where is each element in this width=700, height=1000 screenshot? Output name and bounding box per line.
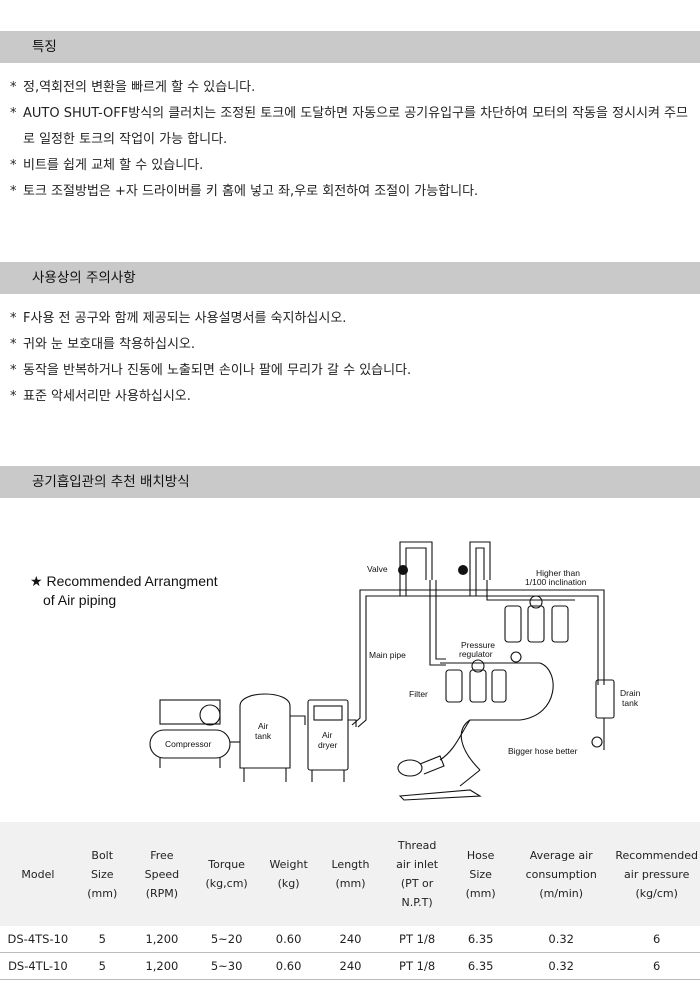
features-header: 특징: [0, 31, 700, 63]
bigger-hose-label: Bigger hose better: [508, 746, 578, 756]
main-pipe-label: Main pipe: [369, 650, 406, 660]
cell-hose-size: 6.35: [452, 926, 509, 953]
cell-torque: 5~20: [195, 926, 259, 953]
cell-length: 240: [319, 952, 382, 980]
inclination-label-1: Higher than: [536, 568, 580, 578]
piping-diagram: Valve Higher than 1/100 inclination Main…: [149, 541, 641, 801]
cautions-header: 사용상의 주의사항: [0, 262, 700, 294]
cell-bolt-size: 5: [75, 926, 129, 953]
cell-torque: 5~30: [195, 952, 259, 980]
list-item: *비트를 쉽게 교체 할 수 있습니다.: [10, 158, 204, 173]
table-row: DS-4TS-10 5 1,200 5~20 0.60 240 PT 1/8 6…: [0, 926, 700, 953]
list-item: *정,역회전의 변환을 빠르게 할 수 있습니다.: [10, 80, 256, 95]
valve-label: Valve: [367, 564, 388, 574]
pressure-label-1: Pressure: [461, 640, 495, 650]
cell-air-pressure: 6: [613, 952, 700, 980]
list-item: *귀와 눈 보호대를 착용하십시오.: [10, 337, 196, 352]
list-item: *AUTO SHUT-OFF방식의 클러치는 조정된 토크에 도달하면 자동으로…: [10, 106, 688, 147]
list-item: *토크 조절방법은 +자 드라이버를 키 홈에 넣고 좌,우로 회전하여 조절이…: [10, 184, 479, 199]
cell-hose-size: 6.35: [452, 952, 509, 980]
list-item: *F사용 전 공구와 함께 제공되는 사용설명서를 숙지하십시오.: [10, 311, 347, 326]
piping-header: 공기흡입관의 추천 배치방식: [0, 466, 700, 498]
cell-free-speed: 1,200: [128, 952, 196, 980]
pressure-label-2: regulator: [459, 649, 493, 659]
piping-note: ★ Recommended Arrangment of Air piping: [30, 573, 218, 608]
header-weight: Weight(kg): [269, 858, 308, 890]
drain-label-1: Drain: [620, 688, 641, 698]
air-dryer-label-1: Air: [322, 730, 333, 740]
cell-length: 240: [319, 926, 382, 953]
cell-air-pressure: 6: [613, 926, 700, 953]
filter-label: Filter: [409, 689, 428, 699]
star-icon: ★: [30, 573, 43, 589]
list-item: *동작을 반복하거나 진동에 노출되면 손이나 팔에 무리가 갈 수 있습니다.: [10, 363, 412, 378]
inclination-label-2: 1/100 inclination: [525, 577, 587, 587]
air-dryer-label-2: dryer: [318, 740, 338, 750]
compressor-label: Compressor: [165, 739, 211, 749]
cell-air-consumption: 0.32: [509, 926, 614, 953]
cell-model: DS-4TL-10: [0, 952, 76, 980]
header-length: Length(mm): [331, 858, 370, 890]
cell-thread: PT 1/8: [381, 952, 453, 980]
air-tank-label-1: Air: [258, 721, 269, 731]
header-model: Model: [21, 867, 55, 881]
cell-weight: 0.60: [258, 952, 320, 980]
cell-weight: 0.60: [258, 926, 320, 953]
table-row: DS-4TL-10 5 1,200 5~30 0.60 240 PT 1/8 6…: [0, 952, 700, 980]
cell-thread: PT 1/8: [381, 926, 453, 953]
drain-label-2: tank: [622, 698, 639, 708]
cautions-list: *F사용 전 공구와 함께 제공되는 사용설명서를 숙지하십시오. *귀와 눈 …: [10, 306, 690, 410]
cell-model: DS-4TS-10: [0, 926, 76, 953]
features-list: *정,역회전의 변환을 빠르게 할 수 있습니다. *AUTO SHUT-OFF…: [10, 75, 690, 205]
cell-air-consumption: 0.32: [509, 952, 614, 980]
cell-free-speed: 1,200: [128, 926, 196, 953]
cell-bolt-size: 5: [75, 952, 129, 980]
air-tank-label-2: tank: [255, 731, 272, 741]
list-item: *표준 악세서리만 사용하십시오.: [10, 389, 191, 404]
header-torque: Torque(kg,cm): [205, 858, 248, 890]
